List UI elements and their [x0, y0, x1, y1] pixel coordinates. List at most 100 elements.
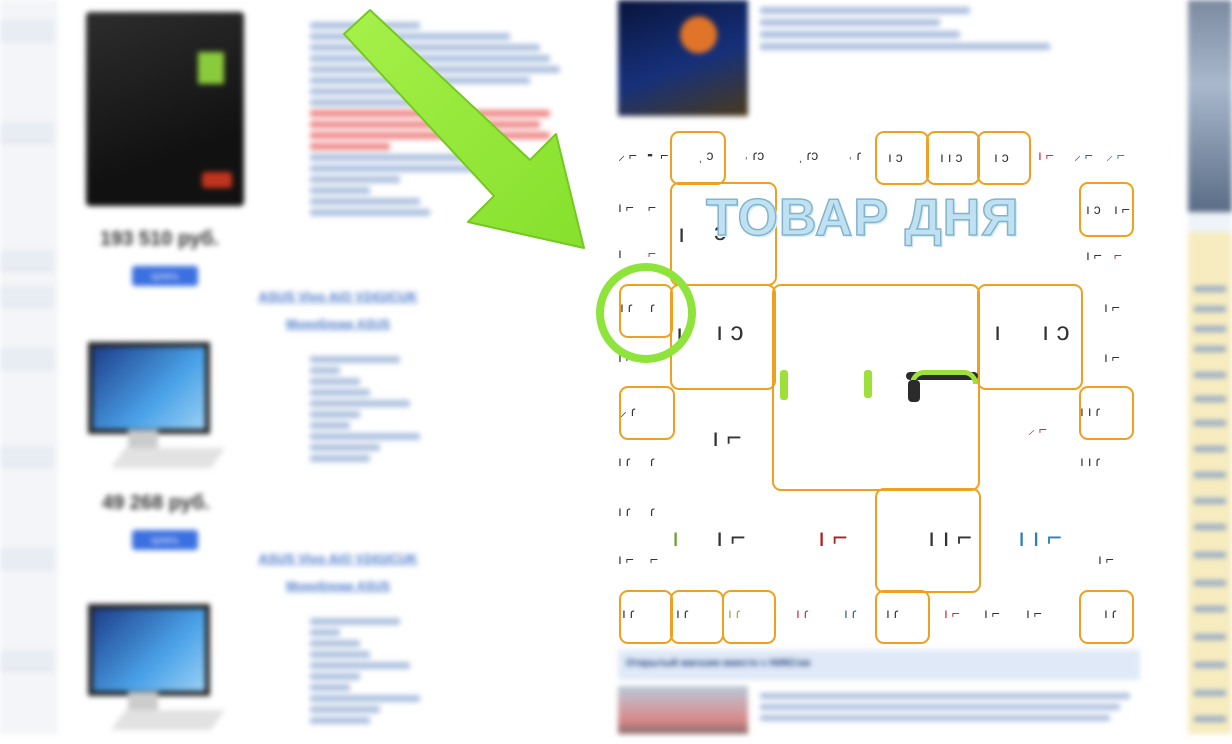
product-frame[interactable] [875, 131, 929, 185]
sidebar-item[interactable] [0, 348, 54, 369]
headphones-icon[interactable]: ⌐ [1114, 247, 1123, 263]
product-collage: ⸝ ⌐ ╸ ⌐ ˌ ↄ ˒ ɾɔ ˌ ɾɔ ˓ ɾ ı ↄ ı ı ɔ ı ɔ … [618, 128, 1140, 648]
headphones-icon[interactable]: ⸝ ⌐ [618, 147, 638, 163]
headphones-icon[interactable]: ı ı ɔ [940, 149, 963, 165]
headphones-icon[interactable]: ı ɾ [1104, 605, 1117, 621]
product-link[interactable]: ASUS Vivo AiO V241ICUK [258, 289, 418, 304]
headphones-icon[interactable]: ı ⌐ [1114, 201, 1130, 217]
news-header-bar [618, 650, 1140, 680]
product-image-pc-tower[interactable] [86, 12, 246, 208]
product-frame[interactable] [1079, 182, 1134, 237]
headphones-icon[interactable]: ı ı ɾ [1080, 453, 1101, 469]
product-link[interactable]: ASUS Vivo AiO V241ICUK [258, 551, 418, 566]
news-text [760, 2, 1060, 55]
product-frame[interactable] [1079, 590, 1134, 644]
headphones-icon[interactable]: ı ɾ [618, 453, 631, 469]
headphones-icon[interactable]: ˓ ɾ [848, 147, 862, 163]
product-frame[interactable] [875, 590, 930, 644]
product-frame[interactable] [1079, 386, 1134, 440]
headphones-icon[interactable]: ı ⌐ [716, 522, 746, 552]
headphones-icon[interactable]: ╸ ⌐ [648, 147, 669, 163]
headphones-icon[interactable]: ı [618, 245, 622, 261]
news-image[interactable] [618, 0, 748, 116]
headphones-icon[interactable]: ı ⌐ [818, 522, 848, 552]
product-frame[interactable] [619, 590, 673, 644]
sidebar-item[interactable] [0, 250, 54, 271]
sidebar-item[interactable] [0, 122, 54, 143]
headphones-icon[interactable]: ı ɾ [886, 605, 899, 621]
headphones-band-icon [910, 370, 978, 384]
headphones-icon[interactable]: ⌐ [648, 245, 657, 261]
product-image-aio[interactable] [88, 604, 226, 744]
headphones-icon[interactable]: ı [994, 316, 1002, 346]
headphones-icon[interactable]: ˒ ɾɔ [744, 147, 765, 163]
product-frame[interactable] [722, 590, 776, 644]
product-frame[interactable] [619, 386, 675, 440]
headphones-icon[interactable]: ı ↄ [888, 149, 903, 165]
sidebar-item[interactable] [0, 548, 54, 569]
product-image-aio[interactable] [88, 342, 226, 482]
product-frame[interactable] [875, 488, 981, 593]
headphones-icon[interactable]: ı ɾ [844, 605, 857, 621]
headphones-icon[interactable]: ı ⌐ [618, 199, 634, 215]
headphones-icon[interactable]: ɾ [650, 453, 655, 469]
headphones-icon[interactable]: ı ɾ [618, 503, 631, 519]
news-image[interactable] [618, 686, 748, 734]
headphones-icon[interactable]: ı ı ɾ [1080, 403, 1101, 419]
headphones-band-icon [906, 372, 978, 380]
featured-headphones[interactable] [776, 286, 980, 490]
headphones-icon[interactable]: ⸝ ɾ [620, 403, 636, 419]
headphones-icon[interactable]: ˌ ↄ [698, 147, 714, 163]
sidebar-item[interactable] [0, 446, 54, 467]
headphones-icon[interactable]: ı ⌐ [984, 605, 1000, 621]
headphones-icon[interactable]: ı ⌐ [1104, 349, 1120, 365]
headphones-icon[interactable]: ɾ [650, 503, 655, 519]
headphones-icon[interactable]: ˌ ɾɔ [798, 147, 819, 163]
headphones-icon[interactable]: ı ⌐ [618, 551, 634, 567]
headphones-icon[interactable]: ı ı ⌐ [928, 522, 973, 552]
headphones-icon[interactable]: ⸝ ⌐ [1028, 421, 1048, 437]
headphones-icon[interactable]: ı [672, 522, 680, 552]
product-frame[interactable] [670, 590, 724, 644]
headphones-icon[interactable]: ⌐ [650, 551, 659, 567]
headphones-icon[interactable]: ⸝ ⌐ [1106, 147, 1126, 163]
product-frame[interactable] [926, 131, 980, 185]
product-description [310, 352, 580, 466]
buy-button[interactable]: купить [132, 266, 198, 286]
left-sidebar [0, 0, 58, 734]
highlight-circle [596, 263, 696, 363]
headphones-icon[interactable]: ı ɾ [622, 605, 635, 621]
category-link[interactable]: Моноблоки ASUS [286, 579, 390, 593]
headphones-icon[interactable]: ı ⌐ [712, 422, 742, 452]
product-frame[interactable] [670, 131, 726, 185]
headphones-icon[interactable]: ı ɾ [796, 605, 809, 621]
headphones-icon[interactable]: ı [678, 218, 686, 248]
headphones-icon[interactable]: ɔ [714, 216, 727, 246]
right-sidebar [1188, 0, 1232, 734]
headphones-icon[interactable]: ı ɔ [1086, 201, 1101, 217]
sidebar-item[interactable] [0, 286, 54, 307]
headphones-icon[interactable]: ı ⌐ [1098, 551, 1114, 567]
headphones-icon[interactable]: ı ɔ [716, 316, 744, 346]
headphones-icon[interactable]: ⌐ [648, 199, 657, 215]
headphones-icon[interactable]: ı ɔ [994, 149, 1009, 165]
sidebar-item[interactable] [0, 650, 54, 671]
product-frame[interactable] [977, 284, 1083, 390]
sidebar-item[interactable] [0, 20, 54, 41]
headphones-icon[interactable]: ı ⌐ [1026, 605, 1042, 621]
headphones-icon[interactable]: ⸝ ⌐ [1074, 147, 1094, 163]
green-arrow-icon [343, 9, 585, 249]
headphones-icon[interactable]: ı ⌐ [1038, 147, 1054, 163]
headphones-icon[interactable]: ı ⌐ [1086, 247, 1102, 263]
headphones-icon[interactable]: ı ⌐ [944, 605, 960, 621]
headphones-icon[interactable]: ı ⌐ [1104, 299, 1120, 315]
buy-button[interactable]: купить [132, 530, 198, 550]
headphones-icon[interactable]: ı ı ⌐ [1018, 522, 1063, 552]
headphones-icon[interactable]: ı ɾ [676, 605, 689, 621]
deal-of-the-day-title: ТОВАР ДНЯ [705, 188, 1020, 248]
product-frame[interactable] [977, 131, 1031, 185]
headphones-icon[interactable]: ı ɾ [728, 605, 741, 621]
headphones-icon[interactable]: ı ɔ [1042, 316, 1070, 346]
category-link[interactable]: Моноблоки ASUS [286, 317, 390, 331]
news-header-title[interactable]: Открытый магазин вместе с НИКСом [626, 658, 811, 669]
